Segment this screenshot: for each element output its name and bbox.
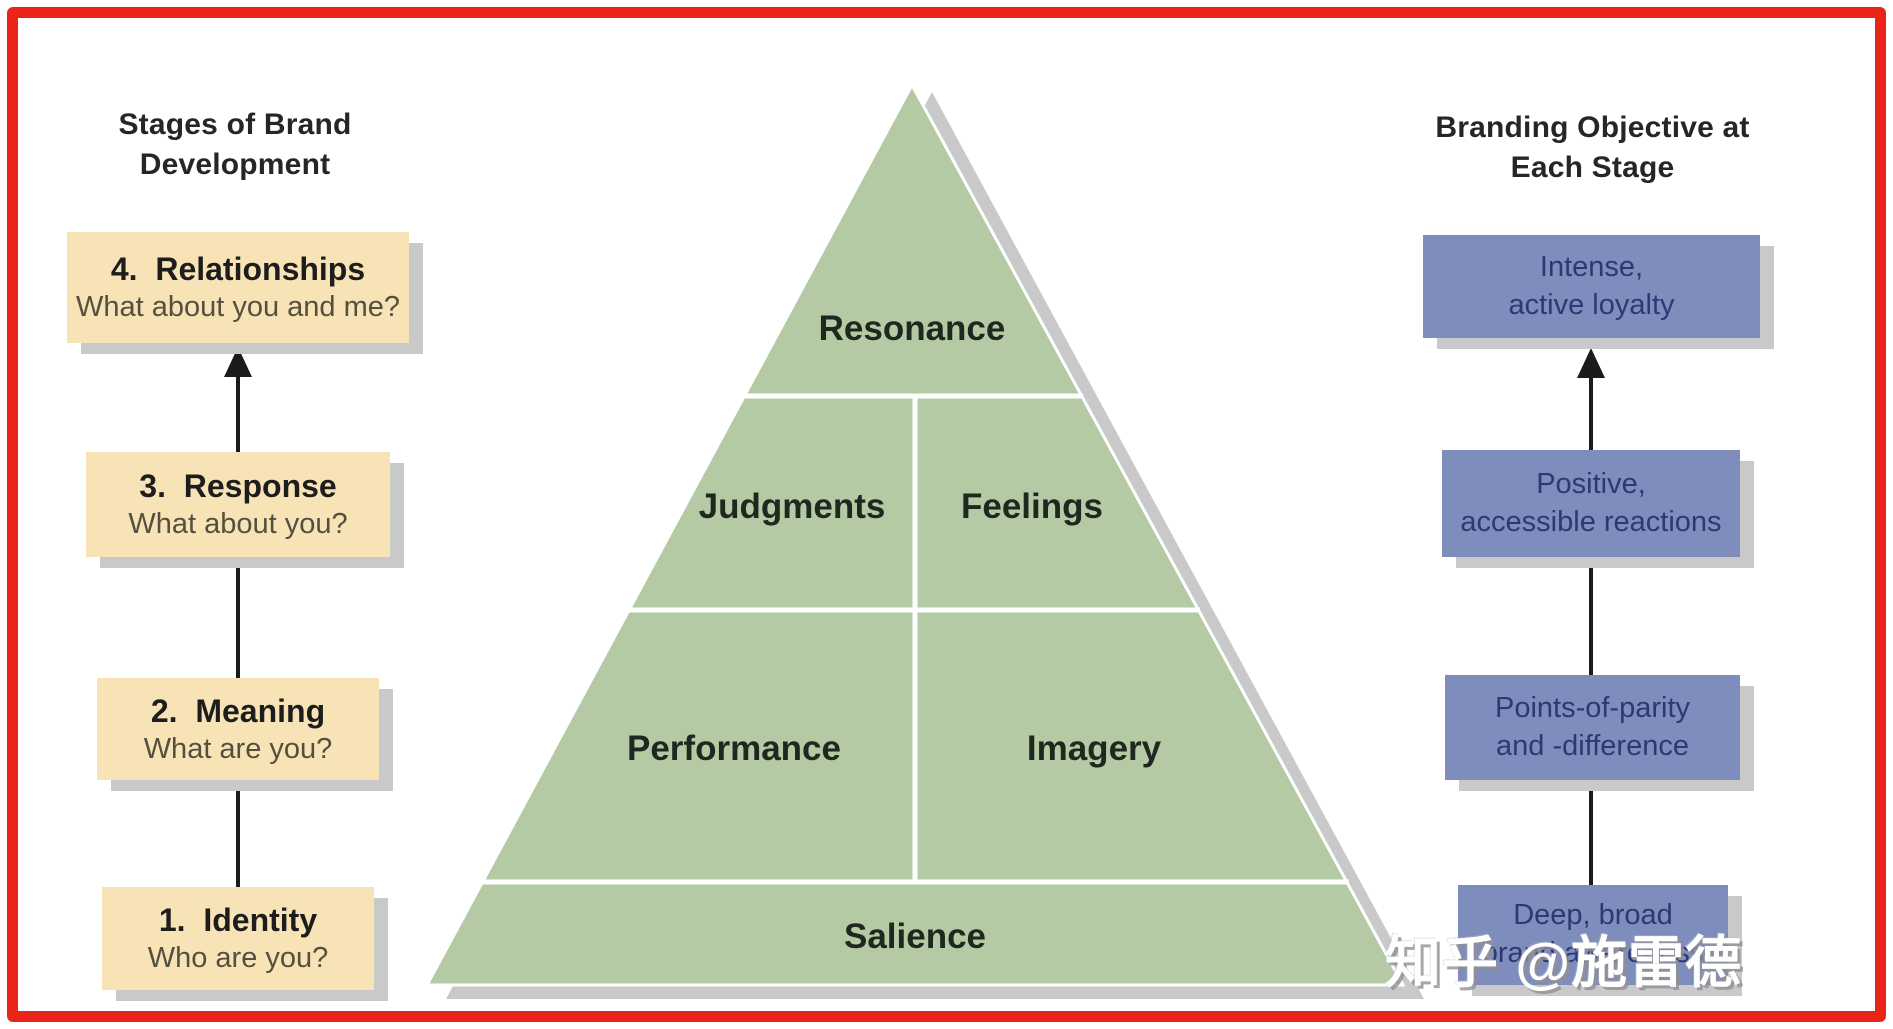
objective-box-parity-difference: Points-of-parity and -difference bbox=[1445, 675, 1740, 780]
objective-box-reactions: Positive, accessible reactions bbox=[1442, 450, 1740, 557]
stage-question: What about you and me? bbox=[75, 291, 401, 324]
stage-box-relationships: 4. Relationships What about you and me? bbox=[67, 232, 409, 343]
stage-box-meaning: 2. Meaning What are you? bbox=[97, 678, 379, 780]
left-connector-3-4 bbox=[236, 374, 240, 452]
stage-title: 2. Meaning bbox=[150, 692, 326, 729]
pyramid-label-imagery: Imagery bbox=[1027, 729, 1162, 768]
stage-question: Who are you? bbox=[147, 942, 329, 975]
stage-question: What about you? bbox=[128, 508, 348, 541]
stage-box-response: 3. Response What about you? bbox=[86, 452, 390, 557]
zhihu-watermark: 知乎 @施雷德 bbox=[1385, 931, 1743, 994]
left-connector-1-2 bbox=[236, 780, 240, 887]
right-header-line2: Each Stage bbox=[1510, 150, 1675, 184]
right-column-header: Branding Objective at Each Stage bbox=[1420, 108, 1765, 187]
stage-box-identity: 1. Identity Who are you? bbox=[102, 887, 374, 990]
left-connector-2-3 bbox=[236, 557, 240, 678]
left-header-line1: Stages of Brand bbox=[118, 108, 352, 141]
objective-line1: Points-of-parity bbox=[1494, 691, 1690, 724]
left-column-header: Stages of Brand Development bbox=[75, 105, 395, 184]
objective-line2: and -difference bbox=[1496, 729, 1689, 762]
objective-line1: Positive, bbox=[1536, 467, 1646, 500]
stage-title: 3. Response bbox=[139, 468, 337, 505]
pyramid-label-feelings: Feelings bbox=[961, 487, 1103, 526]
objective-line2: accessible reactions bbox=[1460, 505, 1722, 538]
pyramid-label-performance: Performance bbox=[627, 729, 841, 768]
cbbe-pyramid: Resonance Judgments Feelings Performance… bbox=[424, 81, 1424, 999]
stage-question: What are you? bbox=[143, 732, 333, 765]
right-connector-1-2 bbox=[1589, 780, 1593, 885]
stage-title: 1. Identity bbox=[158, 902, 318, 939]
pyramid-label-salience: Salience bbox=[844, 917, 986, 956]
objective-line2: brand awareness bbox=[1481, 937, 1705, 969]
right-header-line1: Branding Objective at bbox=[1435, 111, 1750, 144]
left-up-arrowhead bbox=[224, 347, 252, 377]
right-up-arrowhead bbox=[1577, 348, 1605, 378]
stage-title: 4. Relationships bbox=[110, 251, 366, 288]
objective-line1: Deep, broad bbox=[1513, 899, 1673, 932]
pyramid-label-resonance: Resonance bbox=[819, 309, 1006, 348]
objective-box-loyalty: Intense, active loyalty bbox=[1423, 235, 1760, 338]
objective-line1: Intense, bbox=[1539, 250, 1644, 283]
right-connector-3-4 bbox=[1589, 375, 1593, 450]
pyramid-label-judgments: Judgments bbox=[699, 487, 886, 526]
objective-box-awareness: Deep, broad brand awareness bbox=[1458, 885, 1728, 985]
objective-line2: active loyalty bbox=[1508, 288, 1675, 321]
right-connector-2-3 bbox=[1589, 557, 1593, 675]
left-header-line2: Development bbox=[139, 147, 331, 181]
